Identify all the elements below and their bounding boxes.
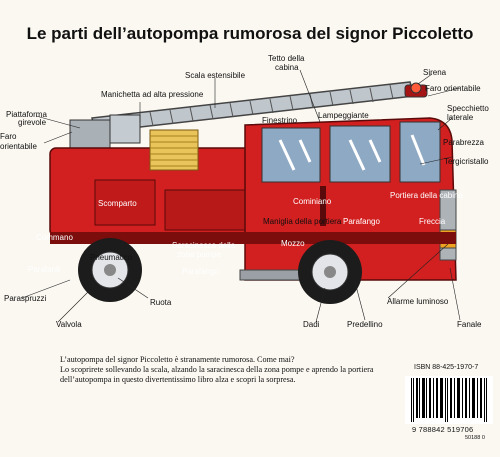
label-mozzo: Mozzo bbox=[281, 239, 305, 248]
label-specchietto-1: Specchietto bbox=[447, 104, 489, 113]
barcode bbox=[405, 376, 493, 424]
description-line-2: Lo scoprirete sollevando la scala, alzan… bbox=[60, 365, 374, 374]
label-faro-orientabile-right: Faro orientabile bbox=[425, 84, 481, 93]
label-parabrezza: Parabrezza bbox=[443, 138, 484, 147]
front-wheel bbox=[298, 240, 362, 304]
label-comando: Commano bbox=[36, 233, 73, 242]
label-manichetta: Manichetta ad alta pressione bbox=[101, 90, 204, 99]
label-portiera-cabina: Portiera della cabina bbox=[390, 191, 463, 200]
label-parafanti: Parafanti bbox=[28, 265, 61, 274]
label-piattaforma-1: Piattaforma bbox=[6, 110, 47, 119]
description-line-1: L’autopompa del signor Piccoletto è stra… bbox=[60, 355, 295, 364]
label-scomparto: Scomparto bbox=[98, 199, 137, 208]
barcode-small-code: 50188 0 bbox=[465, 435, 485, 441]
turntable bbox=[69, 114, 141, 151]
label-ruota: Ruota bbox=[150, 298, 172, 307]
label-pneumatico: Pneumatico bbox=[90, 253, 133, 262]
isbn-text: ISBN 88-425-1970-7 bbox=[414, 364, 479, 371]
label-valvola: Valvola bbox=[56, 320, 82, 329]
label-sirena: Sirena bbox=[423, 68, 447, 77]
label-finestrino: Finestrino bbox=[262, 116, 298, 125]
description-line-3: dell’autopompa in questo divertentissimo… bbox=[60, 375, 296, 384]
label-dadi: Dadi bbox=[303, 320, 320, 329]
leader-lines bbox=[21, 69, 461, 323]
label-parafango-cabina: Parafango bbox=[343, 217, 380, 226]
fire-truck-illustration bbox=[21, 69, 461, 323]
label-saracinesca-2: zona pompe bbox=[177, 250, 222, 259]
page-title: Le parti dell’autopompa rumorosa del sig… bbox=[26, 24, 474, 43]
label-faro-orientabile-left-2: orientabile bbox=[0, 142, 37, 151]
truck-body bbox=[49, 82, 457, 281]
label-specchietto-2: laterale bbox=[447, 113, 474, 122]
label-tergicristallo: Tergicristallo bbox=[444, 157, 489, 166]
label-lampeggiante: Lampeggiante bbox=[318, 111, 369, 120]
rear-wheel bbox=[78, 238, 142, 302]
label-piattaforma-2: girevole bbox=[18, 118, 47, 127]
label-parafango: Parafango bbox=[182, 267, 219, 276]
book-description: L’autopompa del signor Piccoletto è stra… bbox=[60, 355, 460, 385]
label-cominiano: Cominiano bbox=[293, 197, 332, 206]
label-saracinesca-1: Saracinesca della bbox=[172, 241, 236, 250]
label-faro-orientabile-left-1: Faro bbox=[0, 132, 17, 141]
label-fanale: Fanale bbox=[457, 320, 482, 329]
label-allarme-luminoso: Allarme luminoso bbox=[387, 297, 449, 306]
label-maniglia-portiera: Maniglia della portiera bbox=[263, 217, 342, 226]
label-tetto-cabina-1: Tetto della bbox=[268, 54, 305, 63]
label-tetto-cabina-2: cabina bbox=[275, 63, 299, 72]
label-scala-estensibile: Scala estensibile bbox=[185, 71, 246, 80]
barcode-number: 9 788842 519706 bbox=[412, 425, 474, 434]
label-predellino: Predellino bbox=[347, 320, 383, 329]
label-freccia: Freccia bbox=[419, 217, 446, 226]
label-paraspruzzi: Paraspruzzi bbox=[4, 294, 47, 303]
